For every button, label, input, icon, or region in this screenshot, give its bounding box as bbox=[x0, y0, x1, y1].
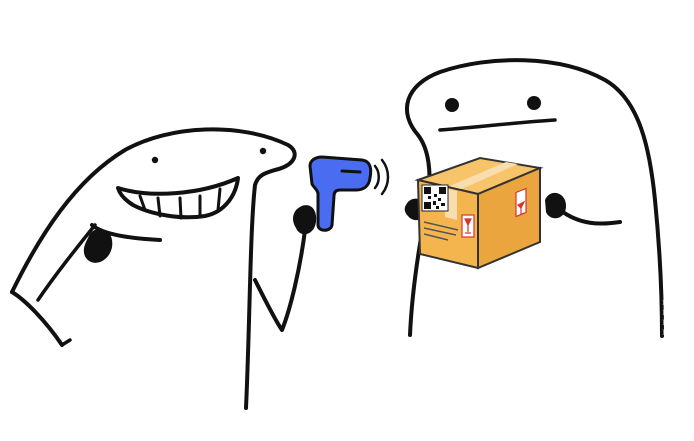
left-character-teeth bbox=[138, 187, 222, 220]
left-character-inner-edge bbox=[36, 223, 97, 302]
right-character-arm-right bbox=[558, 208, 622, 226]
left-character-eye-right bbox=[259, 147, 267, 155]
left-character-lower-line bbox=[60, 338, 72, 347]
right-character-eye-left bbox=[445, 98, 459, 112]
right-character-hand-right bbox=[545, 192, 566, 219]
left-character-hand bbox=[293, 205, 317, 235]
fragile-glass-icon bbox=[461, 214, 475, 238]
scanner-signal-outer bbox=[380, 158, 390, 196]
left-character-fist bbox=[83, 228, 113, 263]
left-character-body-left bbox=[10, 290, 64, 347]
left-character-grin bbox=[116, 176, 240, 220]
box-tape-top bbox=[445, 162, 518, 191]
scanner-body bbox=[308, 155, 373, 232]
qr-code-icon bbox=[421, 184, 449, 212]
box-label-lines bbox=[423, 221, 459, 241]
fragile-glass-icon-side bbox=[515, 187, 527, 218]
right-character-eye-right bbox=[527, 96, 541, 110]
left-character-scanner-arm bbox=[253, 228, 307, 332]
left-character-arm bbox=[90, 223, 162, 242]
left-character-eye-left bbox=[151, 156, 159, 164]
scanner-signal-inner bbox=[373, 164, 380, 190]
cardboard-box bbox=[414, 156, 544, 270]
right-character-mouth bbox=[438, 118, 557, 132]
left-character-outline bbox=[10, 127, 297, 410]
left-character bbox=[10, 127, 317, 410]
watermark-signature: ꟷ ꟷ ꟷ ꟷ bbox=[660, 299, 668, 335]
barcode-scanner bbox=[308, 155, 390, 232]
scanner-window bbox=[340, 169, 362, 174]
